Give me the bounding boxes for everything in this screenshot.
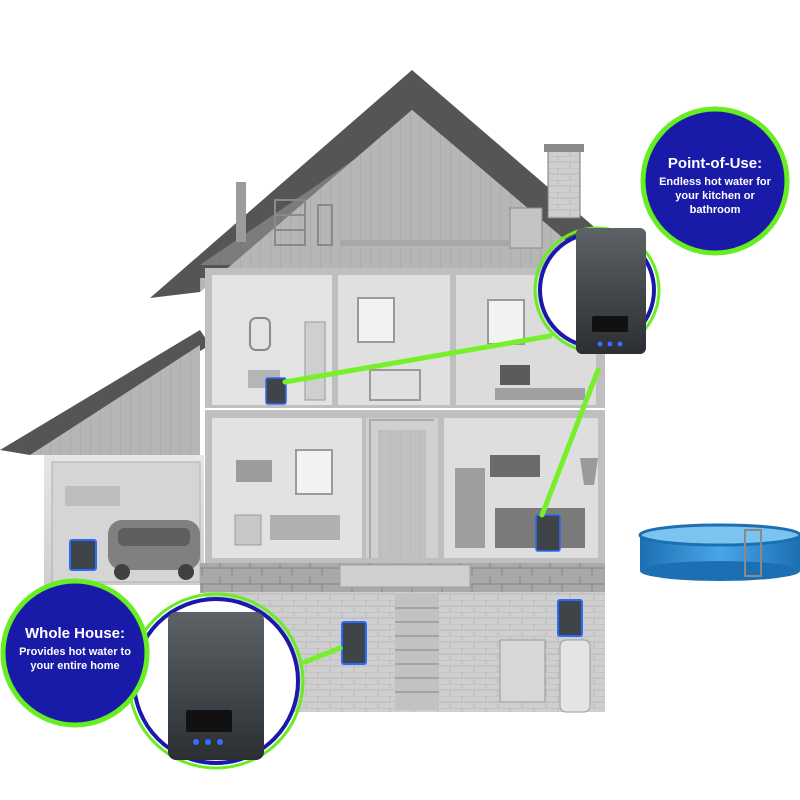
point-of-use-description: Endless hot water for your kitchen or ba… xyxy=(659,176,771,216)
kitchen-heater-icon xyxy=(535,514,561,552)
whole-house-description: Provides hot water to your entire home xyxy=(19,646,131,672)
front-steps xyxy=(339,564,471,588)
water-heater-icon xyxy=(168,612,264,760)
main-roof xyxy=(150,70,650,298)
whole-house-title: Whole House: xyxy=(25,625,125,642)
garage xyxy=(44,455,204,585)
point-of-use-callout-circle xyxy=(640,106,790,256)
vent-pipe xyxy=(236,182,246,242)
water-heater-icon xyxy=(576,228,646,354)
chimney-icon xyxy=(544,144,584,219)
attic xyxy=(274,199,543,249)
whole-house-callout: Whole House: Provides hot water to your … xyxy=(10,625,140,673)
connector-lines xyxy=(282,333,601,665)
pool-icon xyxy=(638,523,800,581)
point-of-use-title: Point-of-Use: xyxy=(667,155,763,172)
bathroom-heater-icon xyxy=(265,377,287,405)
whole-house-callout-circle xyxy=(0,578,150,728)
point-of-use-zoom xyxy=(533,226,661,354)
point-of-use-callout: Point-of-Use: Endless hot water for your… xyxy=(650,155,780,217)
garage-roof xyxy=(0,330,210,455)
whole-house-zoom xyxy=(127,592,305,770)
